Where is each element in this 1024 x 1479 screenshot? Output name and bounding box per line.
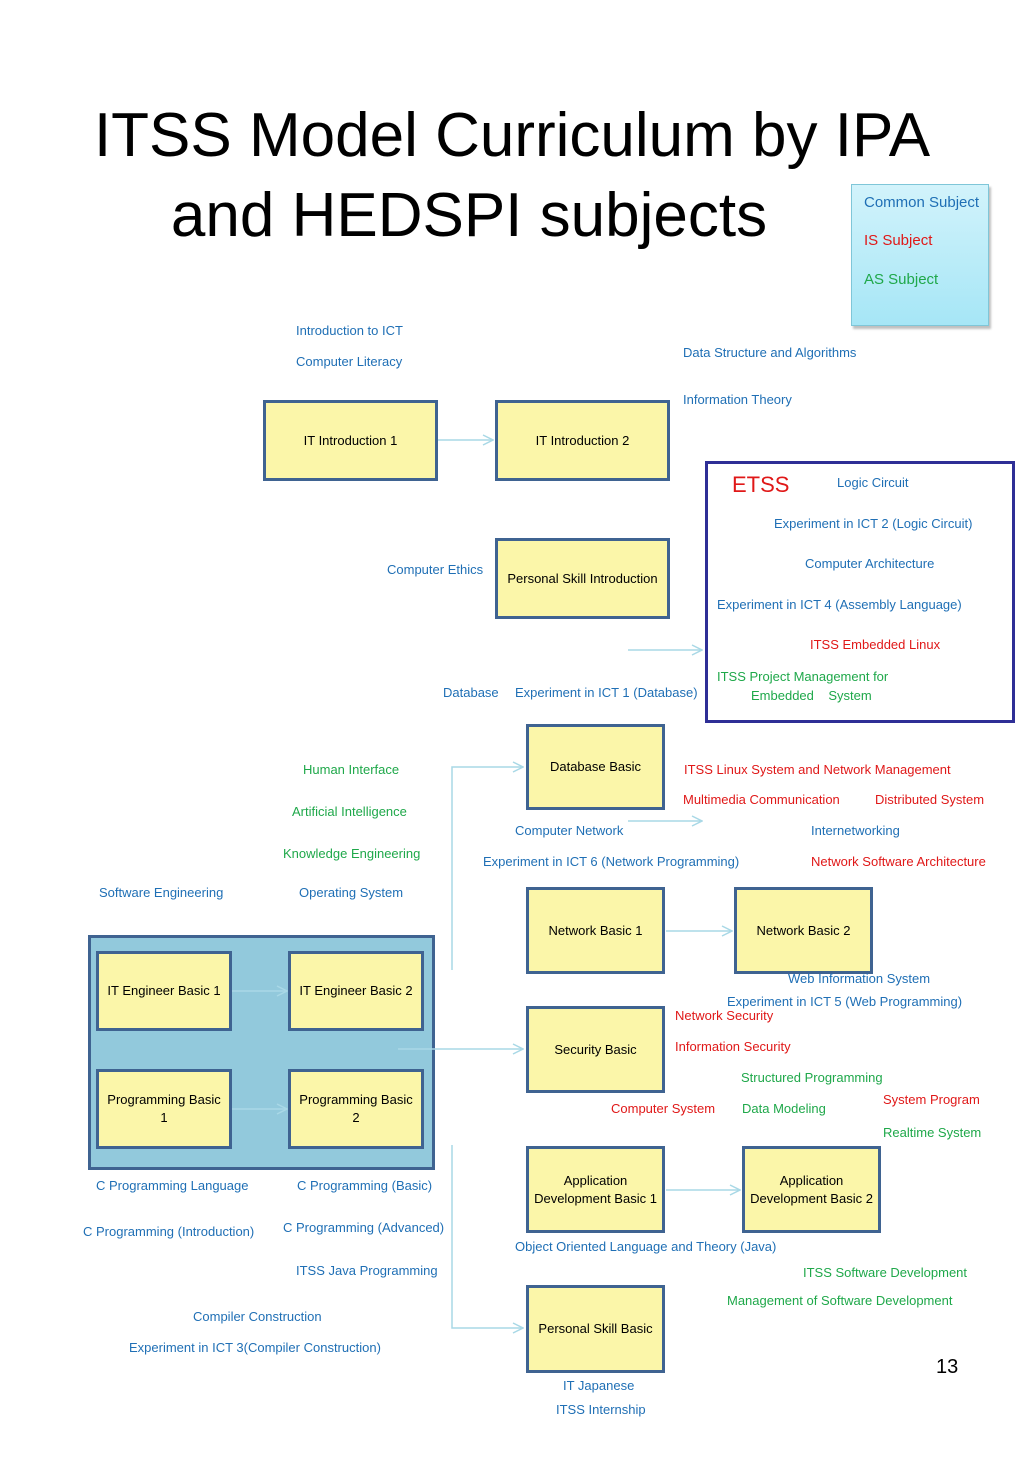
- arrow-to-personal-skill: [451, 1145, 523, 1328]
- box-programming-basic-2: Programming Basic 2: [288, 1069, 424, 1149]
- subject-label: Experiment in ICT 2 (Logic Circuit): [774, 516, 973, 531]
- subject-label: ITSS Project Management for: [717, 669, 889, 684]
- subject-label: Artificial Intelligence: [292, 804, 407, 819]
- legend-common: Common Subject: [864, 194, 980, 211]
- subject-label: Introduction to ICT: [296, 323, 403, 338]
- subject-label: ITSS Linux System and Network Management: [684, 762, 951, 777]
- subject-label: ITSS Java Programming: [296, 1263, 438, 1278]
- subject-label: C Programming Language: [96, 1178, 249, 1193]
- box-it-engineer-basic-2: IT Engineer Basic 2: [288, 951, 424, 1031]
- box-network-basic-1: Network Basic 1: [526, 887, 665, 974]
- subject-label: Computer System: [611, 1101, 716, 1116]
- box-application-development-basic-1: Application Development Basic 1: [526, 1146, 665, 1233]
- subject-label: Realtime System: [883, 1125, 982, 1140]
- box-it-engineer-basic-1: IT Engineer Basic 1: [96, 951, 232, 1031]
- legend-is: IS Subject: [864, 232, 933, 249]
- subject-label: ITSS Embedded Linux: [810, 637, 941, 652]
- subject-label: C Programming (Introduction): [83, 1224, 255, 1239]
- box-personal-skill-basic: Personal Skill Basic: [526, 1285, 665, 1373]
- title-line-1: ITSS Model Curriculum by IPA: [93, 101, 931, 170]
- box-network-basic-2: Network Basic 2: [734, 887, 873, 974]
- etss-label: ETSS: [732, 472, 790, 497]
- box-application-development-basic-2: Application Development Basic 2: [742, 1146, 881, 1233]
- subject-label: Data Structure and Algorithms: [683, 345, 857, 360]
- subject-label: Computer Architecture: [805, 556, 935, 571]
- subject-label: Network Security: [675, 1008, 774, 1023]
- subject-label: Experiment in ICT 1 (Database): [515, 685, 698, 700]
- subject-label: System Program: [883, 1092, 980, 1107]
- subject-label: Data Modeling: [742, 1101, 826, 1116]
- arrow-to-database: [451, 767, 523, 970]
- subject-label: Experiment in ICT 6 (Network Programming…: [483, 854, 740, 869]
- subject-label: Logic Circuit: [837, 475, 909, 490]
- title-line-2: and HEDSPI subjects: [170, 181, 768, 250]
- subject-label: C Programming (Basic): [297, 1178, 433, 1193]
- subject-label: Embedded System: [751, 688, 872, 703]
- subject-label: Compiler Construction: [193, 1309, 322, 1324]
- subject-label: ITSS Internship: [556, 1402, 646, 1417]
- subject-label: Multimedia Communication: [683, 792, 840, 807]
- box-it-introduction-1: IT Introduction 1: [263, 400, 438, 481]
- subject-label: Information Theory: [683, 392, 792, 407]
- subject-label: Experiment in ICT 5 (Web Programming): [727, 994, 963, 1009]
- box-it-introduction-2: IT Introduction 2: [495, 400, 670, 481]
- etss-group: [705, 461, 1015, 723]
- subject-label: Web Information System: [788, 971, 931, 986]
- subject-label: IT Japanese: [563, 1378, 635, 1393]
- subject-label: Computer Network: [515, 823, 624, 838]
- subject-label: C Programming (Advanced): [283, 1220, 445, 1235]
- subject-label: Object Oriented Language and Theory (Jav…: [515, 1239, 777, 1254]
- legend: Common Subject IS Subject AS Subject: [851, 184, 989, 326]
- page-title: ITSS Model Curriculum by IPA and HEDSPI …: [40, 96, 984, 256]
- subject-label: Human Interface: [303, 762, 400, 777]
- subject-label: Internetworking: [811, 823, 900, 838]
- subject-label: Knowledge Engineering: [283, 846, 421, 861]
- box-database-basic: Database Basic: [526, 724, 665, 810]
- subject-label: Database: [443, 685, 499, 700]
- subject-label: Experiment in ICT 4 (Assembly Language): [717, 597, 962, 612]
- legend-as: AS Subject: [864, 271, 939, 288]
- box-personal-skill-introduction: Personal Skill Introduction: [495, 538, 670, 619]
- subject-label: Computer Literacy: [296, 354, 403, 369]
- subject-label: Information Security: [675, 1039, 791, 1054]
- subject-label: Computer Ethics: [387, 562, 484, 577]
- box-security-basic: Security Basic: [526, 1006, 665, 1093]
- subject-label: Experiment in ICT 3(Compiler Constructio…: [129, 1340, 381, 1355]
- subject-label: Operating System: [299, 885, 404, 900]
- subject-label: Distributed System: [875, 792, 985, 807]
- subject-label: Management of Software Development: [727, 1293, 953, 1308]
- subject-label: Network Software Architecture: [811, 854, 986, 869]
- subject-label: ITSS Software Development: [803, 1265, 968, 1280]
- subject-label: Structured Programming: [741, 1070, 883, 1085]
- page-number: 13: [936, 1356, 959, 1378]
- subject-label: Software Engineering: [99, 885, 224, 900]
- box-programming-basic-1: Programming Basic 1: [96, 1069, 232, 1149]
